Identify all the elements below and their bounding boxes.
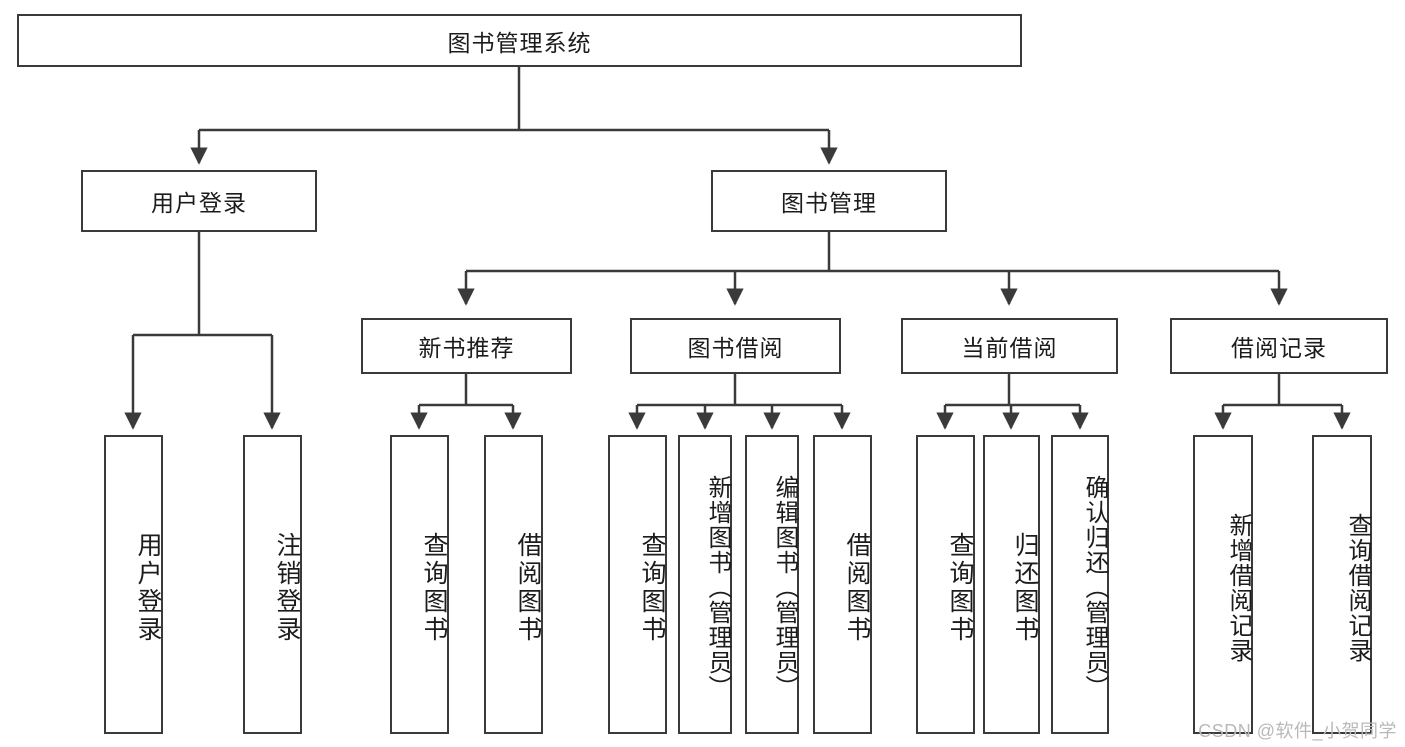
node-leaf-edit-book-admin-label: 编辑图书（管理员） [771,475,798,700]
node-leaf-query-book-2[interactable]: 查询图书 [608,435,667,734]
node-new-book-recommend[interactable]: 新书推荐 [361,318,572,374]
node-leaf-borrow-book-2[interactable]: 借阅图书 [813,435,872,734]
node-book-management-label: 图书管理 [781,190,877,216]
node-current-borrow[interactable]: 当前借阅 [901,318,1118,374]
node-leaf-query-borrow-record-label: 查询借阅记录 [1344,512,1371,663]
node-leaf-add-borrow-record[interactable]: 新增借阅记录 [1193,435,1253,734]
node-leaf-query-book-2-label: 查询图书 [638,531,666,644]
node-current-borrow-label: 当前借阅 [961,335,1058,361]
node-leaf-logout-label: 注销登录 [273,531,301,644]
node-leaf-query-book-3-label: 查询图书 [946,531,974,644]
node-leaf-borrow-book-1[interactable]: 借阅图书 [484,435,543,734]
node-leaf-query-book-3[interactable]: 查询图书 [916,435,975,734]
node-new-book-recommend-label: 新书推荐 [418,335,515,361]
node-leaf-return-book[interactable]: 归还图书 [983,435,1040,734]
node-leaf-confirm-return-admin-label: 确认归还（管理员） [1081,475,1108,700]
node-leaf-logout[interactable]: 注销登录 [243,435,302,734]
node-leaf-user-login[interactable]: 用户登录 [104,435,163,734]
node-leaf-query-borrow-record[interactable]: 查询借阅记录 [1312,435,1372,734]
node-leaf-add-book-admin-label: 新增图书（管理员） [704,475,731,700]
node-leaf-borrow-book-2-label: 借阅图书 [843,531,871,644]
node-root[interactable]: 图书管理系统 [17,14,1022,67]
node-book-borrow[interactable]: 图书借阅 [630,318,841,374]
node-root-label: 图书管理系统 [447,29,592,56]
node-book-management[interactable]: 图书管理 [711,170,947,232]
node-book-borrow-label: 图书借阅 [687,335,784,361]
node-leaf-query-book-1[interactable]: 查询图书 [390,435,449,734]
node-leaf-user-login-label: 用户登录 [134,531,162,644]
node-leaf-return-book-label: 归还图书 [1011,531,1039,644]
node-user-login-label: 用户登录 [151,190,247,216]
node-leaf-query-book-1-label: 查询图书 [420,531,448,644]
node-borrow-record[interactable]: 借阅记录 [1170,318,1388,374]
node-leaf-edit-book-admin[interactable]: 编辑图书（管理员） [745,435,799,734]
node-leaf-confirm-return-admin[interactable]: 确认归还（管理员） [1051,435,1109,734]
node-leaf-add-book-admin[interactable]: 新增图书（管理员） [678,435,732,734]
watermark-text: CSDN @软件_小贺同学 [1198,721,1397,741]
node-leaf-add-borrow-record-label: 新增借阅记录 [1225,512,1252,663]
node-borrow-record-label: 借阅记录 [1231,335,1327,361]
node-leaf-borrow-book-1-label: 借阅图书 [514,531,542,644]
node-user-login[interactable]: 用户登录 [81,170,317,232]
